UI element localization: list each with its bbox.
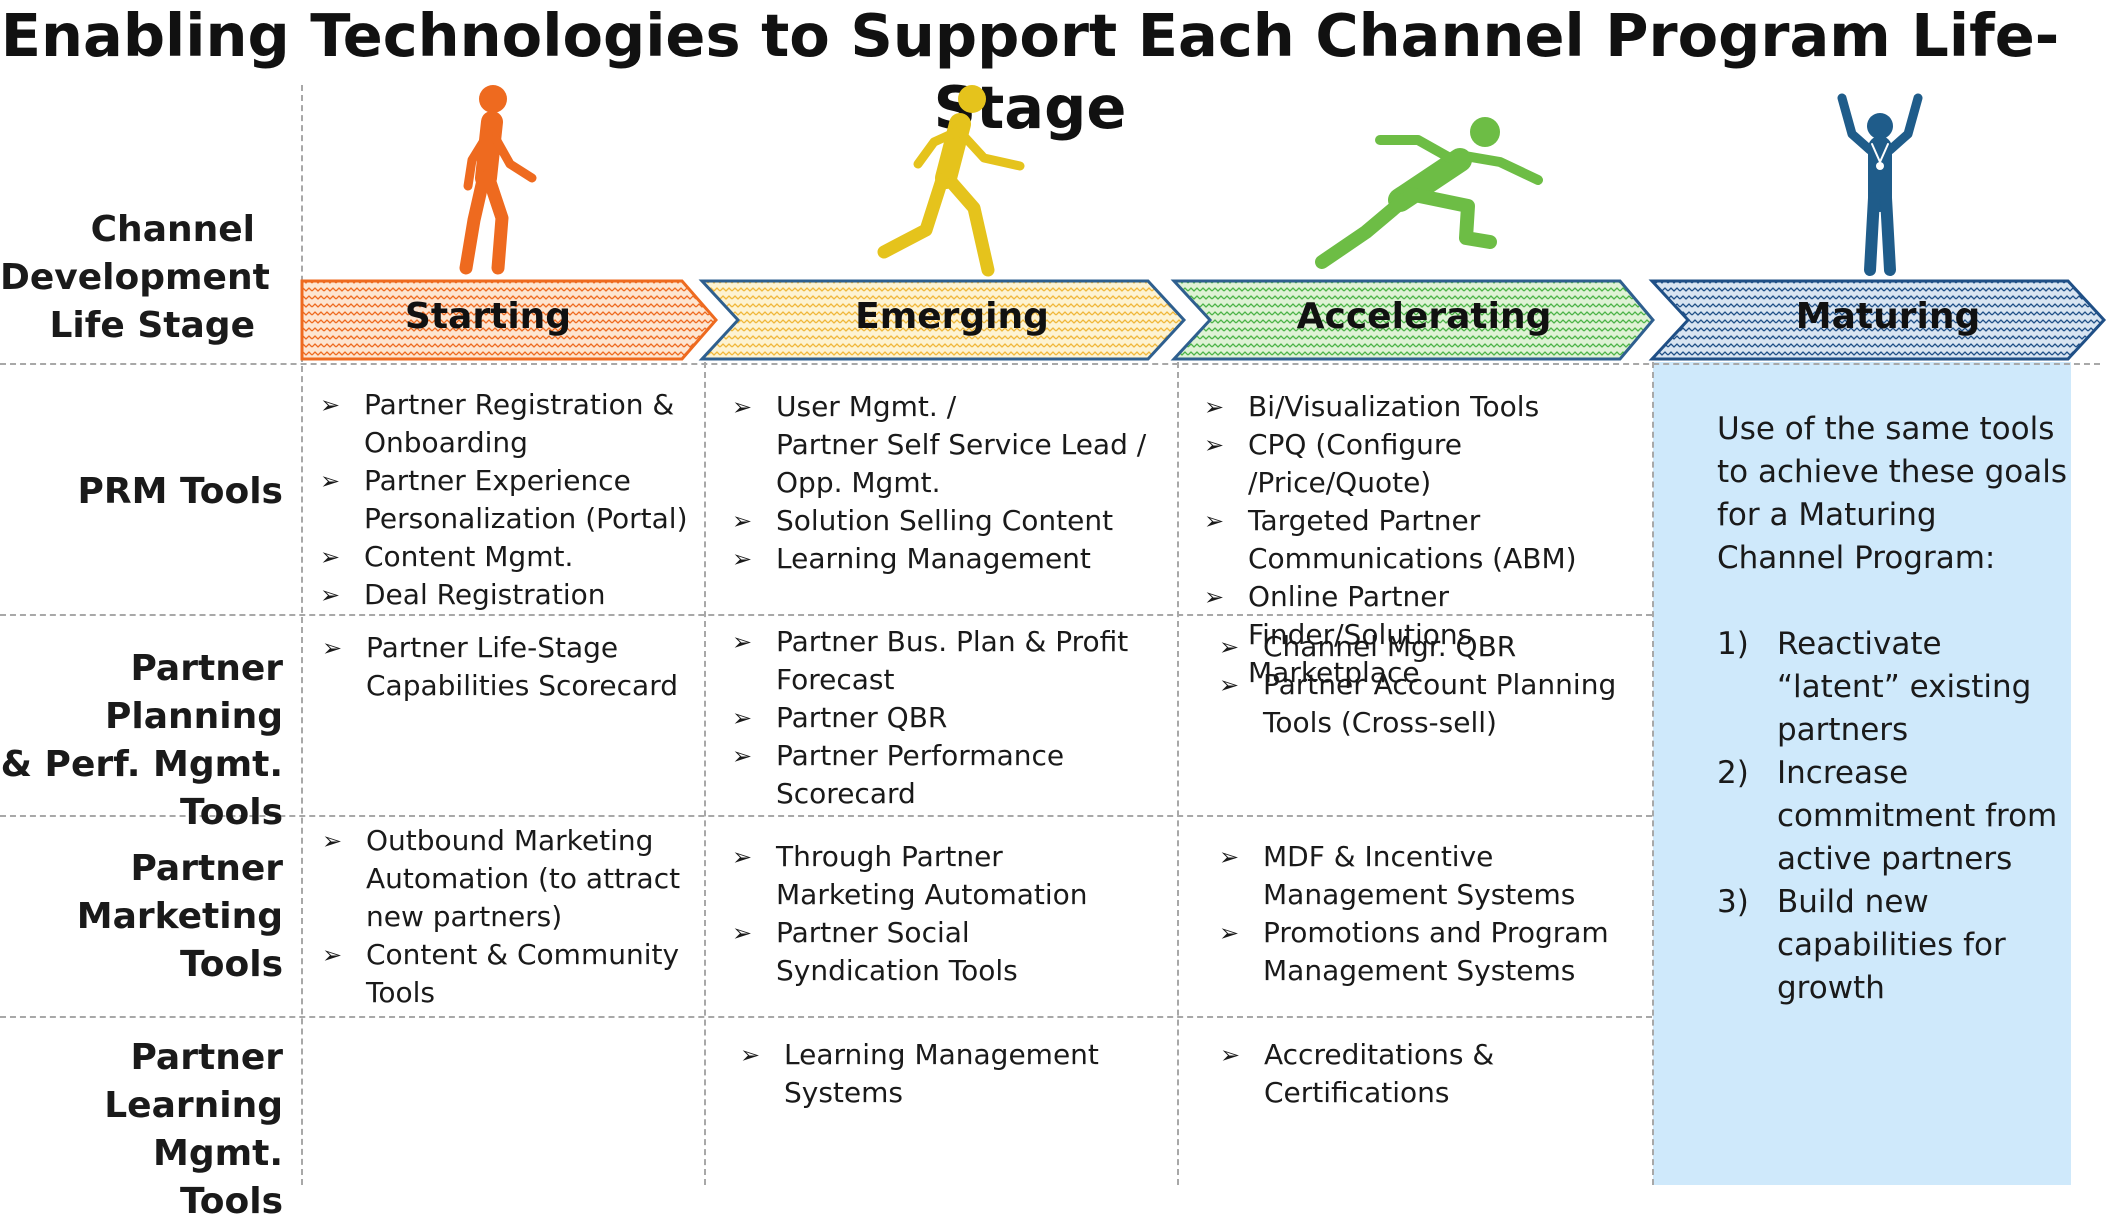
arrow-bullet-icon: ➢ [322, 941, 343, 969]
grid-line-h4 [0, 1016, 1652, 1018]
prm-emerging-list: ➢User Mgmt. /Partner Self Service Lead /… [724, 388, 1164, 578]
sprinting-person-icon [1315, 117, 1543, 269]
prm-starting-list: ➢Partner Registration &Onboarding ➢Partn… [312, 386, 692, 614]
stage-chevron-accelerating [1170, 279, 1655, 361]
arrow-bullet-icon: ➢ [732, 704, 753, 732]
list-item: ➢Solution Selling Content [724, 502, 1164, 540]
stage-label-accelerating: Accelerating [1296, 296, 1552, 337]
stage-chevron-maturing [1648, 279, 2107, 361]
arrow-bullet-icon: ➢ [320, 581, 341, 609]
victory-person-icon [1837, 93, 1923, 276]
arrow-bullet-icon: ➢ [1219, 633, 1240, 661]
arrow-bullet-icon: ➢ [322, 634, 343, 662]
arrow-bullet-icon: ➢ [732, 393, 753, 421]
arrow-bullet-icon: ➢ [732, 919, 753, 947]
stage-label-emerging: Emerging [855, 296, 1049, 337]
arrow-bullet-icon: ➢ [732, 507, 753, 535]
arrow-bullet-icon: ➢ [1204, 583, 1225, 611]
list-item: ➢Deal Registration [312, 576, 692, 614]
maturing-panel [1653, 362, 2071, 1185]
row-label-prm: PRM Tools [77, 471, 283, 512]
arrow-bullet-icon: ➢ [740, 1041, 761, 1069]
arrow-bullet-icon: ➢ [1219, 919, 1240, 947]
arrow-bullet-icon: ➢ [1219, 671, 1240, 699]
stage-chevron-starting [300, 279, 718, 361]
list-item: ➢Content Mgmt. [312, 538, 692, 576]
arrow-bullet-icon: ➢ [1204, 507, 1225, 535]
walking-person-icon [459, 85, 537, 275]
stage-chevron-emerging [698, 279, 1187, 361]
list-item: ➢Partner QBR [724, 699, 1164, 737]
grid-line-v4 [1652, 362, 1654, 1185]
arrow-bullet-icon: ➢ [1220, 1041, 1241, 1069]
arrow-bullet-icon: ➢ [320, 467, 341, 495]
list-item: ➢CPQ (Configure /Price/Quote) [1204, 428, 1463, 499]
arrow-bullet-icon: ➢ [1204, 431, 1225, 459]
stage-label-maturing: Maturing [1795, 296, 1981, 337]
list-item: ➢Channel Mgr. QBR [1211, 628, 1641, 666]
list-item: ➢Learning Management [724, 540, 1164, 578]
list-item: ➢User Mgmt. /Partner Self Service Lead /… [732, 390, 1147, 499]
grid-line-v2 [704, 362, 706, 1185]
stage-label-starting: Starting [404, 296, 572, 337]
row-label-planning: Partner Planning& Perf. Mgmt.Tools [0, 648, 283, 833]
list-item: ➢Partner Registration &Onboarding [320, 388, 675, 459]
arrow-bullet-icon: ➢ [732, 843, 753, 871]
grid-line-h2 [0, 614, 1652, 616]
grid-line-h1 [0, 363, 2100, 365]
arrow-bullet-icon: ➢ [1219, 843, 1240, 871]
arrow-bullet-icon: ➢ [732, 742, 753, 770]
running-person-icon [877, 85, 1025, 277]
planning-accelerating-list: ➢Channel Mgr. QBR ➢Partner Account Plann… [1211, 628, 1641, 742]
arrow-bullet-icon: ➢ [732, 628, 753, 656]
stage-banner [300, 279, 2107, 361]
grid-line-h3 [0, 815, 1652, 817]
list-item: ➢Bi/Visualization Tools [1196, 388, 1646, 426]
arrow-bullet-icon: ➢ [322, 827, 343, 855]
learning-accelerating-list: ➢Accreditations &Certifications [1212, 1036, 1642, 1112]
prm-accelerating-list: ➢Bi/Visualization Tools ➢CPQ (Configure … [1196, 388, 1646, 692]
list-item: ➢Accreditations &Certifications [1220, 1038, 1495, 1109]
arrow-bullet-icon: ➢ [1204, 393, 1225, 421]
page-title: Enabling Technologies to Support Each Ch… [0, 1, 2060, 142]
arrow-bullet-icon: ➢ [320, 391, 341, 419]
grid-line-v3 [1177, 362, 1179, 1185]
grid-line-v1 [301, 85, 303, 1185]
arrow-bullet-icon: ➢ [320, 543, 341, 571]
arrow-bullet-icon: ➢ [732, 545, 753, 573]
